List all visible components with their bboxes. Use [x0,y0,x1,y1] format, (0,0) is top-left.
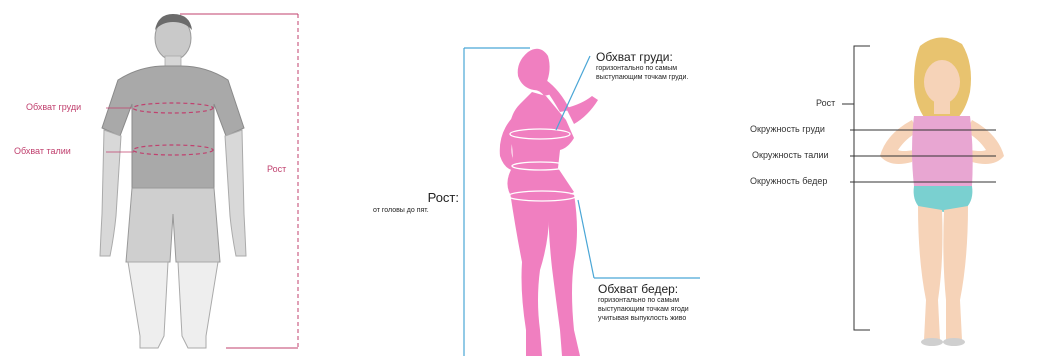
woman-height-desc: от головы до пят. [373,206,429,215]
man-waist-label: Обхват талии [14,146,71,156]
child-waist-label: Окружность талии [752,150,829,160]
woman-height-title: Рост: [407,190,459,205]
woman-figure [500,49,598,356]
child-height-label: Рост [816,98,835,108]
man-height-label: Рост [267,164,286,174]
man-chest-label: Обхват груди [26,102,81,112]
woman-hips-title: Обхват бедер: [598,282,689,296]
woman-chest-title: Обхват груди: [596,50,688,64]
woman-hips-desc-1: горизонтально по самым [598,296,689,305]
man-figure [100,14,246,348]
child-hips-label: Окружность бедер [750,176,827,186]
woman-chest-desc-2: выступающим точкам груди. [596,73,688,82]
woman-chest-desc-1: горизонтально по самым [596,64,688,73]
child-chest-label: Окружность груди [750,124,825,134]
child-figure [880,37,1004,346]
woman-hips-desc-3: учитывая выпуклость живо [598,314,689,323]
woman-chest-block: Обхват груди: горизонтально по самым выс… [596,50,688,82]
woman-hips-block: Обхват бедер: горизонтально по самым выс… [598,282,689,323]
woman-hips-desc-2: выступающим точкам ягоди [598,305,689,314]
